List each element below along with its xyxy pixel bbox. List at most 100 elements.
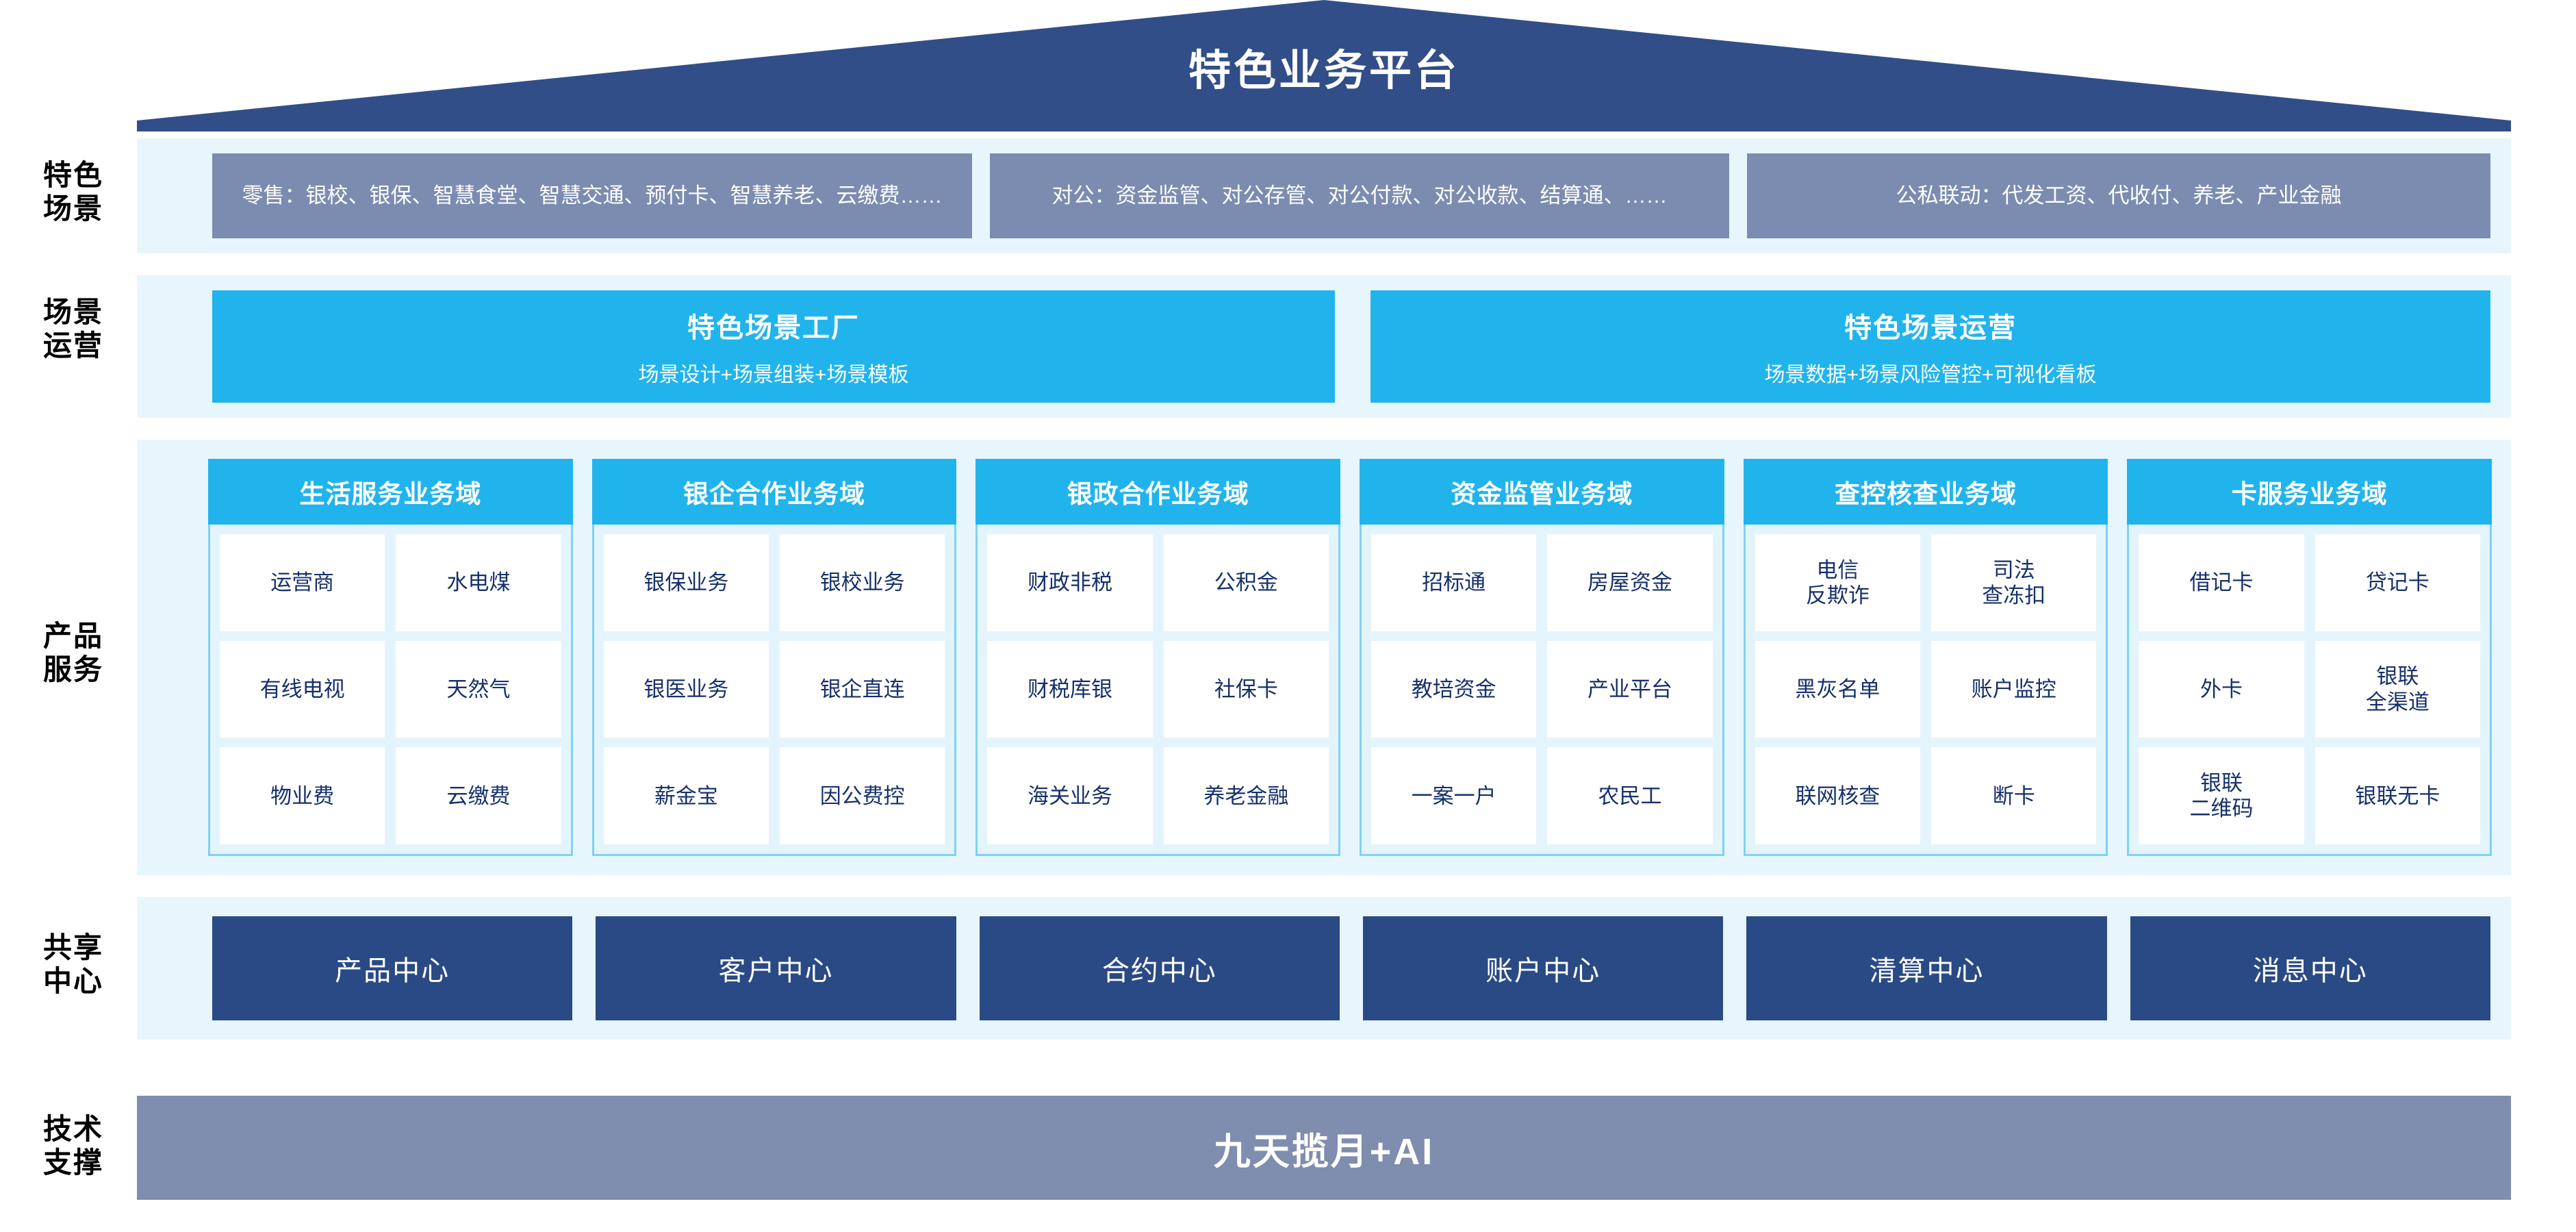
- product-tile[interactable]: 断卡: [1931, 747, 2097, 845]
- product-tile[interactable]: 银校业务: [780, 534, 945, 631]
- row-label-product: 产品 服务: [42, 620, 103, 686]
- scenario-box-retail[interactable]: 零售：银校、银保、智慧食堂、智慧交通、预付卡、智慧养老、云缴费……: [212, 153, 972, 238]
- domain-card-title: 查控核查业务域: [1743, 459, 2108, 525]
- product-tile[interactable]: 银医业务: [603, 640, 769, 738]
- product-tile[interactable]: 养老金融: [1163, 747, 1329, 845]
- tile-row: 财税库银 社保卡: [987, 640, 1329, 738]
- product-tile[interactable]: 因公费控: [780, 747, 945, 845]
- product-tile[interactable]: 财税库银: [987, 640, 1153, 738]
- product-tile[interactable]: 外卡: [2139, 640, 2304, 738]
- operation-card-operation-subtitle: 场景数据+场景风险管控+可视化看板: [1764, 364, 2097, 386]
- tile-row: 教培资金 产业平台: [1371, 640, 1713, 738]
- row-label-tech: 技术 支撑: [42, 1113, 103, 1179]
- tile-row: 联网核查 断卡: [1755, 747, 2097, 845]
- tile-row: 银医业务 银企直连: [603, 640, 945, 738]
- product-tile[interactable]: 司法 查冻扣: [1931, 534, 2097, 631]
- shared-center-section: 产品中心 客户中心 合约中心 账户中心 清算中心 消息中心: [137, 897, 2511, 1040]
- domain-card-bank-government[interactable]: 银政合作业务域 财政非税 公积金 财税库银 社保卡 海关业务 养老金融: [975, 459, 1341, 856]
- tile-row: 物业费 云缴费: [220, 747, 561, 845]
- product-tile[interactable]: 借记卡: [2139, 534, 2304, 631]
- domain-card-body: 电信 反欺诈 司法 查冻扣 黑灰名单 账户监控 联网核查 断卡: [1743, 525, 2108, 856]
- product-tile[interactable]: 电信 反欺诈: [1755, 534, 1921, 631]
- product-section: 生活服务业务域 运营商 水电煤 有线电视 天然气 物业费 云缴费 银企合作业务域: [137, 440, 2511, 875]
- tech-support-section: 九天揽月+AI: [137, 1096, 2511, 1200]
- shared-center-message[interactable]: 消息中心: [2130, 916, 2490, 1020]
- tile-row: 海关业务 养老金融: [987, 747, 1329, 845]
- tile-row: 有线电视 天然气: [220, 640, 561, 738]
- domain-card-body: 招标通 房屋资金 教培资金 产业平台 一案一户 农民工: [1360, 525, 1724, 856]
- domain-card-title: 资金监管业务域: [1360, 459, 1724, 525]
- domain-card-title: 银政合作业务域: [975, 459, 1341, 525]
- product-tile[interactable]: 农民工: [1547, 747, 1713, 845]
- operation-card-factory-subtitle: 场景设计+场景组装+场景模板: [638, 364, 909, 386]
- product-tile[interactable]: 运营商: [220, 534, 385, 631]
- product-tile[interactable]: 银联无卡: [2314, 747, 2481, 845]
- product-tile[interactable]: 海关业务: [987, 747, 1153, 845]
- shared-center-settlement[interactable]: 清算中心: [1746, 916, 2107, 1020]
- scenario-box-corporate[interactable]: 对公：资金监管、对公存管、对公付款、对公收款、结算通、……: [990, 153, 1729, 238]
- product-tile[interactable]: 银联 二维码: [2139, 747, 2304, 845]
- shared-center-product[interactable]: 产品中心: [212, 916, 573, 1020]
- tile-row: 一案一户 农民工: [1371, 747, 1713, 845]
- domain-card-bank-enterprise[interactable]: 银企合作业务域 银保业务 银校业务 银医业务 银企直连 薪金宝 因公费控: [591, 459, 957, 856]
- tile-row: 借记卡 贷记卡: [2139, 534, 2481, 631]
- product-tile[interactable]: 银联 全渠道: [2314, 640, 2481, 738]
- product-tile[interactable]: 有线电视: [220, 640, 385, 738]
- operation-card-operation[interactable]: 特色场景运营 场景数据+场景风险管控+可视化看板: [1370, 290, 2490, 403]
- tile-row: 财政非税 公积金: [987, 534, 1329, 631]
- tile-row: 薪金宝 因公费控: [603, 747, 945, 845]
- product-tile[interactable]: 财政非税: [987, 534, 1153, 631]
- product-tile[interactable]: 云缴费: [396, 747, 561, 845]
- tile-row: 招标通 房屋资金: [1371, 534, 1713, 631]
- product-tile[interactable]: 教培资金: [1371, 640, 1537, 738]
- product-tile[interactable]: 账户监控: [1931, 640, 2097, 738]
- domain-card-body: 财政非税 公积金 财税库银 社保卡 海关业务 养老金融: [975, 525, 1341, 856]
- product-tile[interactable]: 黑灰名单: [1755, 640, 1921, 738]
- product-tile[interactable]: 贷记卡: [2314, 534, 2481, 631]
- shared-center-account[interactable]: 账户中心: [1362, 916, 1724, 1020]
- product-tile[interactable]: 银保业务: [603, 534, 769, 631]
- shared-center-contract[interactable]: 合约中心: [979, 916, 1340, 1020]
- domain-card-title: 卡服务业务域: [2127, 459, 2492, 525]
- scenario-box-public-private[interactable]: 公私联动：代发工资、代收付、养老、产业金融: [1747, 153, 2490, 238]
- product-tile[interactable]: 一案一户: [1371, 747, 1537, 845]
- scenario-list: 零售：银校、银保、智慧食堂、智慧交通、预付卡、智慧养老、云缴费…… 对公：资金监…: [212, 153, 2490, 238]
- product-tile[interactable]: 招标通: [1371, 534, 1537, 631]
- shared-center-customer[interactable]: 客户中心: [596, 916, 956, 1020]
- product-tile[interactable]: 社保卡: [1163, 640, 1329, 738]
- domain-card-body: 运营商 水电煤 有线电视 天然气 物业费 云缴费: [208, 525, 573, 856]
- domain-card-fund-supervision[interactable]: 资金监管业务域 招标通 房屋资金 教培资金 产业平台 一案一户 农民工: [1360, 459, 1724, 856]
- tile-row: 黑灰名单 账户监控: [1755, 640, 2097, 738]
- tile-row: 银联 二维码 银联无卡: [2139, 747, 2481, 845]
- product-tile[interactable]: 银企直连: [780, 640, 945, 738]
- product-tile[interactable]: 产业平台: [1547, 640, 1713, 738]
- scenario-section: 零售：银校、银保、智慧食堂、智慧交通、预付卡、智慧养老、云缴费…… 对公：资金监…: [137, 138, 2511, 253]
- domain-card-list: 生活服务业务域 运营商 水电煤 有线电视 天然气 物业费 云缴费 银企合作业务域: [208, 459, 2492, 856]
- product-tile[interactable]: 天然气: [396, 640, 561, 738]
- product-tile[interactable]: 联网核查: [1755, 747, 1921, 845]
- operation-card-factory-title: 特色场景工厂: [687, 313, 860, 343]
- operation-card-operation-title: 特色场景运营: [1844, 313, 2017, 343]
- product-tile[interactable]: 薪金宝: [603, 747, 769, 845]
- shared-center-list: 产品中心 客户中心 合约中心 账户中心 清算中心 消息中心: [212, 916, 2490, 1020]
- domain-card-investigation[interactable]: 查控核查业务域 电信 反欺诈 司法 查冻扣 黑灰名单 账户监控 联网核查 断卡: [1743, 459, 2108, 856]
- product-tile[interactable]: 公积金: [1163, 534, 1329, 631]
- product-tile[interactable]: 房屋资金: [1547, 534, 1713, 631]
- operation-card-factory[interactable]: 特色场景工厂 场景设计+场景组装+场景模板: [212, 290, 1335, 403]
- tile-row: 运营商 水电煤: [220, 534, 561, 631]
- product-tile[interactable]: 物业费: [220, 747, 385, 845]
- domain-card-title: 银企合作业务域: [591, 459, 957, 525]
- tile-row: 电信 反欺诈 司法 查冻扣: [1755, 534, 2097, 631]
- domain-card-life-service[interactable]: 生活服务业务域 运营商 水电煤 有线电视 天然气 物业费 云缴费: [208, 459, 573, 856]
- tile-row: 外卡 银联 全渠道: [2139, 640, 2481, 738]
- platform-roof: 特色业务平台: [137, 0, 2511, 131]
- row-label-operation: 场景 运营: [42, 296, 103, 362]
- domain-card-card-service[interactable]: 卡服务业务域 借记卡 贷记卡 外卡 银联 全渠道 银联 二维码 银联无卡: [2127, 459, 2492, 856]
- operation-section: 特色场景工厂 场景设计+场景组装+场景模板 特色场景运营 场景数据+场景风险管控…: [137, 275, 2511, 418]
- tile-row: 银保业务 银校业务: [603, 534, 945, 631]
- domain-card-body: 银保业务 银校业务 银医业务 银企直连 薪金宝 因公费控: [591, 525, 957, 856]
- domain-card-body: 借记卡 贷记卡 外卡 银联 全渠道 银联 二维码 银联无卡: [2127, 525, 2492, 856]
- product-tile[interactable]: 水电煤: [396, 534, 561, 631]
- domain-card-title: 生活服务业务域: [208, 459, 573, 525]
- tech-support-label: 九天揽月+AI: [1213, 1131, 1435, 1172]
